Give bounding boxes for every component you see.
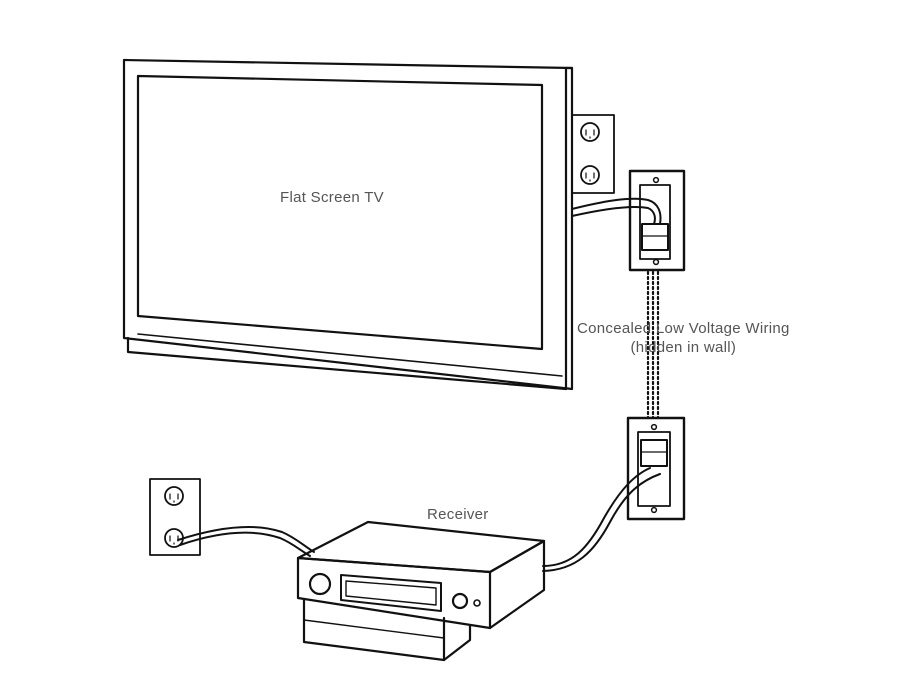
flat-screen-tv (122, 58, 574, 391)
tv-bezel-front (122, 58, 574, 391)
receiver-button (473, 599, 481, 607)
tv-bottom-line (137, 333, 563, 377)
tv-screen (136, 74, 544, 351)
tv-to-plate-cable (571, 197, 662, 225)
label-wiring-line1: Concealed Low Voltage Wiring (577, 320, 790, 337)
concealed-wiring (646, 270, 660, 420)
wall-power-outlet (149, 478, 201, 556)
outlet-socket-top (580, 122, 600, 142)
label-concealed-wiring: Concealed Low Voltage Wiring (hidden in … (577, 319, 790, 357)
lower-plate-opening (640, 439, 668, 467)
label-receiver: Receiver (427, 506, 489, 523)
receiver-small-knob (451, 592, 469, 610)
label-flat-screen-tv: Flat Screen TV (280, 189, 384, 206)
upper-plate-opening (641, 223, 669, 251)
receiver-to-plate-cable (542, 467, 651, 567)
upper-wall-plate (628, 169, 686, 272)
outlet-plate (571, 114, 615, 194)
tv-side-edge (564, 66, 574, 391)
tv-bottom-edge (126, 336, 568, 391)
power-cord (177, 525, 315, 553)
receiver-volume-knob (308, 572, 332, 596)
tv-power-outlet (571, 114, 615, 194)
receiver-display (340, 574, 442, 612)
receiver-side (488, 539, 546, 630)
receiver-top (296, 520, 546, 574)
component-shelf (302, 598, 472, 662)
label-wiring-line2: (hidden in wall) (630, 339, 737, 356)
lower-wall-plate (626, 416, 686, 521)
outlet-socket-bottom (580, 165, 600, 185)
receiver (296, 520, 546, 630)
